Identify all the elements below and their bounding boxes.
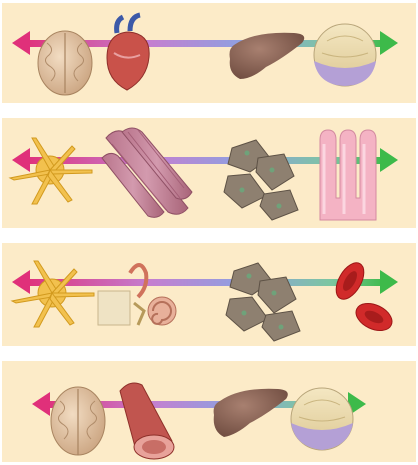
panel-4-illustration (2, 361, 416, 462)
epithelial-cells-icon (224, 140, 298, 220)
panel-3 (2, 243, 416, 346)
liver-icon (230, 33, 305, 79)
panel-1 (2, 3, 416, 103)
intestinal-villi-icon (320, 130, 376, 220)
neuron-icon (12, 261, 94, 327)
panel-1-illustration (2, 3, 416, 103)
liver-icon (214, 389, 288, 437)
muscle-fiber-icon (102, 128, 192, 217)
panel-4 (2, 361, 416, 462)
brain-icon (51, 387, 105, 455)
heart-icon (107, 15, 149, 90)
stomach-icon (291, 388, 353, 450)
stomach-icon (314, 24, 376, 86)
brain-icon (38, 31, 92, 95)
inner-ear-icon (98, 265, 176, 325)
neuron-icon (10, 138, 92, 204)
blood-vessel-icon (120, 383, 174, 459)
panel-2 (2, 118, 416, 228)
red-blood-cells-icon (330, 258, 396, 336)
panel-2-illustration (2, 118, 416, 228)
epithelial-cells-icon (226, 263, 300, 341)
panel-3-illustration (2, 243, 416, 346)
